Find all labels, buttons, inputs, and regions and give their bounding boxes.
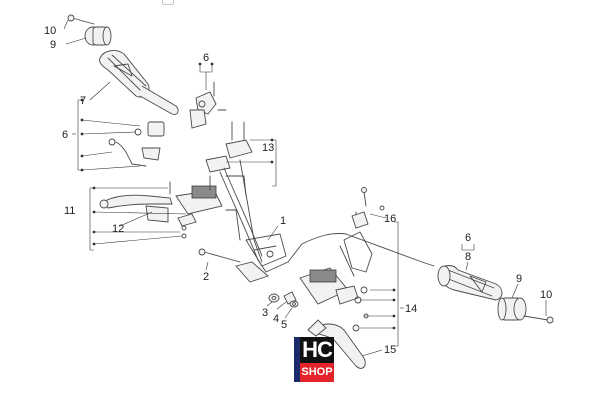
callout-9-right: 9 xyxy=(516,273,522,285)
leader-lines xyxy=(63,19,547,357)
left-brake-lever xyxy=(99,194,173,223)
callout-9-left: 9 xyxy=(50,39,56,51)
logo-side-strip xyxy=(294,337,300,382)
callout-13: 13 xyxy=(262,142,274,154)
callout-5: 5 xyxy=(281,319,287,331)
right-grip-bolt xyxy=(523,315,554,324)
callout-6-right: 6 xyxy=(465,232,471,244)
callout-2: 2 xyxy=(203,271,209,283)
callout-15: 15 xyxy=(384,344,396,356)
callout-12: 12 xyxy=(112,223,124,235)
callout-10-left: 10 xyxy=(44,25,56,37)
throttle-housing-group xyxy=(189,81,227,129)
hc-shop-logo: HC SHOP xyxy=(294,337,334,382)
callout-7: 7 xyxy=(80,95,86,107)
left-grip xyxy=(99,50,179,115)
logo-shop-text: SHOP xyxy=(300,363,334,382)
callout-10-right: 10 xyxy=(540,289,552,301)
switch-and-cable-group xyxy=(108,121,165,167)
right-master-cylinder xyxy=(299,267,369,332)
frame-bolt xyxy=(198,248,241,263)
callout-6-left: 6 xyxy=(62,129,68,141)
callout-16: 16 xyxy=(384,213,396,225)
handlebar-frame xyxy=(219,159,435,283)
callout-8: 8 xyxy=(465,251,471,263)
left-grip-bolt xyxy=(67,14,95,25)
right-bar-end-weight xyxy=(497,297,527,321)
callout-3: 3 xyxy=(262,307,268,319)
upper-clamp-bolt xyxy=(361,187,385,211)
left-bar-end-weight xyxy=(84,26,112,46)
left-master-cylinder xyxy=(169,175,223,239)
handlebar-clamp-bolts xyxy=(205,121,253,173)
callout-1: 1 xyxy=(280,215,286,227)
washers-and-nuts xyxy=(268,291,299,308)
callout-11: 11 xyxy=(64,205,75,217)
callout-6-top: 6 xyxy=(203,52,209,64)
callout-4: 4 xyxy=(273,313,279,325)
logo-hc-text: HC xyxy=(300,337,334,363)
leader-dots xyxy=(80,62,396,330)
right-brake-lever xyxy=(307,319,366,369)
toolbar-tab-icon[interactable] xyxy=(162,0,174,5)
right-grip xyxy=(437,265,503,301)
callout-14: 14 xyxy=(405,303,417,315)
top-toolbar-strip xyxy=(0,0,600,6)
